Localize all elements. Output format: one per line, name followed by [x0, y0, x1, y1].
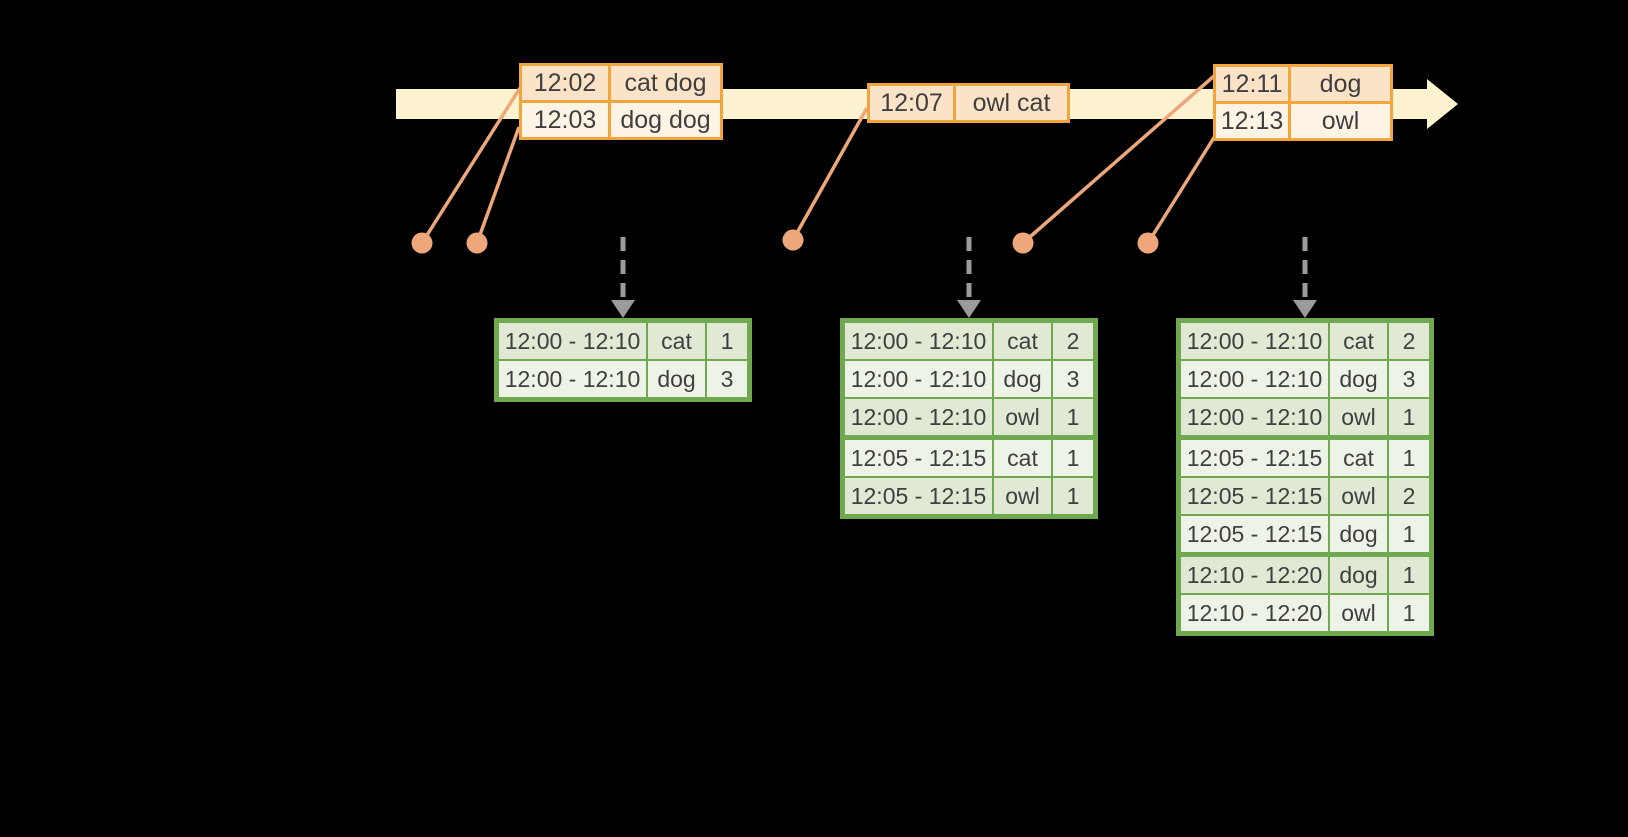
event-table: 12:11 dog 12:13 owl: [1213, 64, 1393, 141]
count-cell: 1: [1053, 399, 1093, 435]
word-cell: owl: [1330, 399, 1387, 435]
word-cell: cat: [1330, 323, 1387, 359]
word-cell: owl: [994, 399, 1051, 435]
event-words-cell: cat dog: [611, 66, 720, 100]
word-cell: dog: [994, 361, 1051, 397]
result-row: 12:05 - 12:15 cat 1: [845, 440, 1093, 476]
event-time-cell: 12:02: [522, 66, 608, 100]
connector-line: [475, 126, 521, 244]
result-row: 12:00 - 12:10 owl 1: [1181, 399, 1429, 435]
event-row: 12:07 owl cat: [870, 86, 1067, 120]
word-cell: owl: [1330, 478, 1387, 514]
event-dot: [782, 229, 804, 251]
event-row: 12:03 dog dog: [522, 103, 720, 137]
result-row: 12:00 - 12:10 cat 1: [499, 323, 747, 359]
count-cell: 1: [707, 323, 747, 359]
event-time-cell: 12:03: [522, 103, 608, 137]
connector-line: [1021, 74, 1216, 245]
result-row: 12:00 - 12:10 dog 3: [499, 361, 747, 397]
window-cell: 12:05 - 12:15: [1181, 440, 1328, 476]
event-row: 12:13 owl: [1216, 104, 1390, 138]
count-cell: 1: [1389, 399, 1429, 435]
window-cell: 12:00 - 12:10: [845, 399, 992, 435]
result-row: 12:00 - 12:10 dog 3: [1181, 361, 1429, 397]
word-cell: owl: [994, 478, 1051, 514]
trigger-arrowhead-icon: [1293, 300, 1317, 318]
count-cell: 1: [1389, 595, 1429, 631]
result-row: 12:00 - 12:10 owl 1: [845, 399, 1093, 435]
window-cell: 12:05 - 12:15: [1181, 516, 1328, 552]
result-row: 12:00 - 12:10 dog 3: [845, 361, 1093, 397]
event-row: 12:11 dog: [1216, 67, 1390, 101]
connector-line: [791, 107, 869, 241]
event-row: 12:02 cat dog: [522, 66, 720, 100]
word-cell: cat: [994, 323, 1051, 359]
event-time-cell: 12:11: [1216, 67, 1288, 101]
word-cell: dog: [1330, 516, 1387, 552]
count-cell: 1: [1389, 557, 1429, 593]
event-table: 12:07 owl cat: [867, 83, 1070, 123]
word-cell: dog: [1330, 557, 1387, 593]
count-cell: 1: [1053, 440, 1093, 476]
count-cell: 1: [1053, 478, 1093, 514]
count-cell: 3: [707, 361, 747, 397]
event-words-cell: dog dog: [611, 103, 720, 137]
result-row: 12:05 - 12:15 dog 1: [1181, 516, 1429, 552]
count-cell: 1: [1389, 440, 1429, 476]
word-cell: cat: [994, 440, 1051, 476]
event-time-cell: 12:13: [1216, 104, 1288, 138]
event-words-cell: owl cat: [956, 86, 1067, 120]
word-cell: cat: [1330, 440, 1387, 476]
trigger-arrowhead-icon: [611, 300, 635, 318]
window-cell: 12:00 - 12:10: [1181, 323, 1328, 359]
count-cell: 2: [1389, 323, 1429, 359]
window-cell: 12:00 - 12:10: [1181, 399, 1328, 435]
trigger-arrowhead-icon: [957, 300, 981, 318]
result-row: 12:10 - 12:20 dog 1: [1181, 557, 1429, 593]
count-cell: 2: [1053, 323, 1093, 359]
window-cell: 12:10 - 12:20: [1181, 557, 1328, 593]
event-dot: [1012, 232, 1034, 254]
count-cell: 2: [1389, 478, 1429, 514]
count-cell: 3: [1053, 361, 1093, 397]
word-cell: dog: [648, 361, 705, 397]
window-cell: 12:10 - 12:20: [1181, 595, 1328, 631]
word-cell: dog: [1330, 361, 1387, 397]
result-table: 12:00 - 12:10 cat 2 12:00 - 12:10 dog 3 …: [1176, 318, 1434, 636]
result-row: 12:10 - 12:20 owl 1: [1181, 595, 1429, 631]
result-row: 12:05 - 12:15 owl 1: [845, 478, 1093, 514]
window-cell: 12:00 - 12:10: [845, 361, 992, 397]
event-dot: [466, 232, 488, 254]
event-words-cell: owl: [1291, 104, 1390, 138]
event-table: 12:02 cat dog 12:03 dog dog: [519, 63, 723, 140]
connector-line: [420, 87, 522, 244]
result-table: 12:00 - 12:10 cat 1 12:00 - 12:10 dog 3: [494, 318, 752, 402]
result-row: 12:05 - 12:15 cat 1: [1181, 440, 1429, 476]
count-cell: 3: [1389, 361, 1429, 397]
event-words-cell: dog: [1291, 67, 1390, 101]
window-cell: 12:00 - 12:10: [1181, 361, 1328, 397]
window-cell: 12:05 - 12:15: [1181, 478, 1328, 514]
result-table: 12:00 - 12:10 cat 2 12:00 - 12:10 dog 3 …: [840, 318, 1098, 519]
window-cell: 12:00 - 12:10: [499, 323, 646, 359]
window-cell: 12:00 - 12:10: [845, 323, 992, 359]
result-row: 12:00 - 12:10 cat 2: [845, 323, 1093, 359]
window-cell: 12:05 - 12:15: [845, 478, 992, 514]
window-cell: 12:00 - 12:10: [499, 361, 646, 397]
event-dot: [1137, 232, 1159, 254]
event-dot: [411, 232, 433, 254]
event-time-cell: 12:07: [870, 86, 953, 120]
window-cell: 12:05 - 12:15: [845, 440, 992, 476]
count-cell: 1: [1389, 516, 1429, 552]
word-cell: cat: [648, 323, 705, 359]
connector-line: [1146, 135, 1217, 244]
result-row: 12:00 - 12:10 cat 2: [1181, 323, 1429, 359]
word-cell: owl: [1330, 595, 1387, 631]
result-row: 12:05 - 12:15 owl 2: [1181, 478, 1429, 514]
